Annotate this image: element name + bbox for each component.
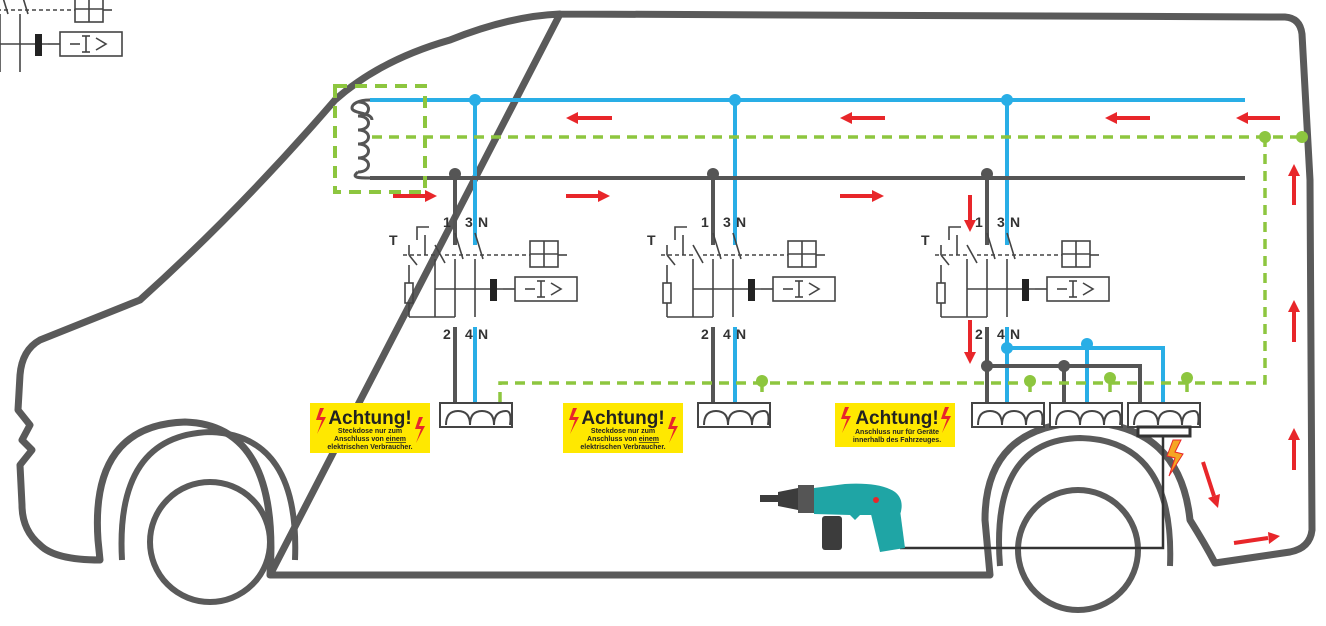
rcd-terminal-4: 4 — [465, 326, 473, 342]
front-wheel-arch — [118, 428, 299, 561]
current-arrow-icon — [393, 190, 437, 202]
rcd-terminal-2: 2 — [701, 326, 709, 342]
warning-line-2: Anschluss von einem — [587, 436, 659, 443]
current-arrow-icon — [840, 112, 885, 124]
socket-icon — [971, 402, 1045, 428]
rcd-terminal-n-top: N — [736, 214, 746, 230]
socket-icon — [1049, 402, 1123, 428]
rcd-terminal-3: 3 — [723, 214, 731, 230]
rcd-terminal-n-top: N — [1010, 214, 1020, 230]
earth-junctions — [756, 131, 1308, 387]
plug — [900, 425, 1192, 550]
warning-title: Achtung! — [855, 408, 938, 429]
rcd-terminal-1: 1 — [701, 214, 709, 230]
power-drill-icon — [760, 483, 905, 552]
rcd-terminal-3: 3 — [465, 214, 473, 230]
transformer-coil-icon — [333, 84, 427, 194]
rcd-terminal-2: 2 — [443, 326, 451, 342]
neutral-junctions — [449, 168, 1070, 372]
rcd-terminal-3: 3 — [997, 214, 1005, 230]
warning-label-2: Achtung! Steckdose nur zum Anschluss von… — [563, 403, 683, 453]
rcd-test-label: T — [389, 232, 398, 248]
fault-spark-icon — [1166, 439, 1184, 477]
rcd-3: 1 3 N T 2 4 N — [921, 214, 1110, 342]
current-arrow-icon — [1288, 300, 1300, 342]
rcd-terminal-n-bottom: N — [736, 326, 746, 342]
warning-label-3: Achtung! Anschluss nur für Geräte innerh… — [835, 403, 955, 447]
rear-wheel — [1015, 487, 1141, 613]
current-arrows — [393, 112, 1300, 545]
rcd-terminal-4: 4 — [997, 326, 1005, 342]
warning-line-2: Anschluss von einem — [334, 436, 406, 443]
rcd-terminal-4: 4 — [723, 326, 731, 342]
current-arrow-icon — [1236, 112, 1280, 124]
current-arrow-icon — [1105, 112, 1150, 124]
current-arrow-icon — [1288, 428, 1300, 470]
warning-line-3: elektrischen Verbraucher. — [580, 444, 665, 451]
warning-line-3: elektrischen Verbraucher. — [327, 444, 412, 451]
current-arrow-icon — [566, 112, 612, 124]
warning-label-1: Achtung! Steckdose nur zum Anschluss von… — [310, 403, 430, 453]
rcd-1: 1 3 N T 2 4 N — [389, 214, 578, 342]
rcd-2: 1 3 N T 2 4 N — [647, 214, 836, 342]
warning-title: Achtung! — [581, 408, 664, 429]
wheels — [118, 428, 1174, 613]
front-wheel — [147, 479, 273, 605]
rcd-terminal-n-bottom: N — [1010, 326, 1020, 342]
phase-wiring — [370, 98, 1245, 405]
warning-line-1: Steckdose nur zum — [591, 428, 655, 435]
rcd-test-label: T — [647, 232, 656, 248]
current-arrow-icon — [1201, 461, 1220, 508]
socket-icon — [697, 402, 771, 428]
socket-icon — [1127, 402, 1201, 428]
current-arrow-icon — [1233, 532, 1280, 545]
rcd-terminal-1: 1 — [443, 214, 451, 230]
neutral-wiring — [370, 176, 1245, 405]
rcd-terminal-1: 1 — [975, 214, 983, 230]
warning-line-1: Steckdose nur zum — [338, 428, 402, 435]
socket-icon — [439, 402, 513, 428]
current-arrow-icon — [964, 195, 976, 232]
rcd-switch-icon — [0, 0, 123, 72]
sockets — [439, 402, 1201, 428]
warning-line-1: Anschluss nur für Geräte — [855, 429, 939, 436]
current-arrow-icon — [840, 190, 884, 202]
rcd-terminal-n-bottom: N — [478, 326, 488, 342]
rcd-terminal-2: 2 — [975, 326, 983, 342]
phase-junctions — [469, 94, 1093, 354]
current-arrow-icon — [1288, 164, 1300, 205]
current-arrow-icon — [964, 320, 976, 364]
current-arrow-icon — [566, 190, 610, 202]
rcd-terminal-n-top: N — [478, 214, 488, 230]
warning-line-2: innerhalb des Fahrzeuges. — [853, 437, 941, 444]
warning-title: Achtung! — [328, 408, 411, 429]
rcd-test-label: T — [921, 232, 930, 248]
